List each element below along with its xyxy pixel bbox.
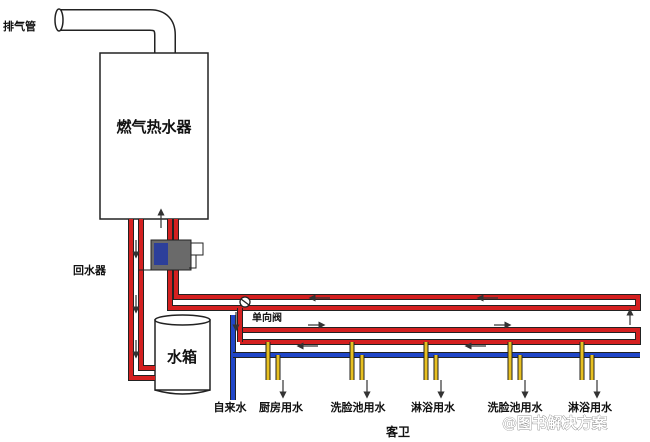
hot-branch-pipe <box>237 308 641 345</box>
hot-pipe-heater-tank <box>128 219 155 381</box>
fixture-shower-2 <box>579 342 595 380</box>
label-wash-basin-2: 洗脸池用水 <box>488 400 544 414</box>
exhaust-pipe <box>54 8 176 55</box>
fixture-wash-basin-1 <box>349 342 365 380</box>
gas-water-heater <box>99 52 209 220</box>
label-heater: 燃气热水器 <box>116 118 192 136</box>
water-tank <box>154 314 211 395</box>
label-shower-1: 淋浴用水 <box>411 400 456 414</box>
label-kitchen: 厨房用水 <box>259 400 304 414</box>
label-wash-basin-1: 洗脸池用水 <box>331 400 387 414</box>
label-shower-2: 淋浴用水 <box>568 400 613 414</box>
label-tap-water: 自来水 <box>214 400 248 414</box>
hot-supply-loop <box>167 219 641 311</box>
label-guest-bath: 客卫 <box>385 424 410 439</box>
fixture-wash-basin-2 <box>507 342 523 380</box>
label-check-valve: 单向阀 <box>252 311 282 324</box>
flow-arrows <box>132 208 634 399</box>
return-device-controller <box>138 239 204 271</box>
fixture-kitchen <box>265 342 281 380</box>
label-return-device: 回水器 <box>73 263 107 277</box>
check-valve-icon <box>239 296 251 308</box>
label-tank: 水箱 <box>167 348 197 366</box>
watermark: @图书解决方案 <box>502 414 608 432</box>
label-exhaust-pipe: 排气管 <box>3 19 36 33</box>
fixture-shower-1 <box>423 342 439 380</box>
fixture-drops <box>265 342 595 380</box>
